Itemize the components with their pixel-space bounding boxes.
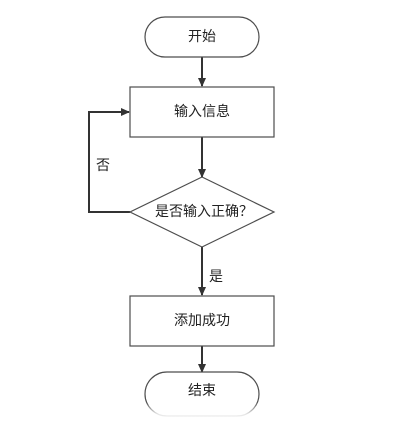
end-node-label: 结束 <box>188 383 216 399</box>
start-node-label: 开始 <box>188 29 216 45</box>
decision-node-label: 是否输入正确？ <box>155 204 253 220</box>
add-success-node: 添加成功 <box>129 295 275 347</box>
input-info-node: 输入信息 <box>129 86 275 138</box>
start-node: 开始 <box>144 16 260 58</box>
edge-label-yes: 是 <box>209 269 223 285</box>
decision-node: 是否输入正确？ <box>128 176 276 248</box>
input-info-node-label: 输入信息 <box>174 103 230 120</box>
edge-label-no: 否 <box>96 158 110 174</box>
arrow-decision-no-loop <box>88 108 130 213</box>
bottom-fade-overlay <box>0 402 400 422</box>
add-success-node-label: 添加成功 <box>174 313 230 329</box>
